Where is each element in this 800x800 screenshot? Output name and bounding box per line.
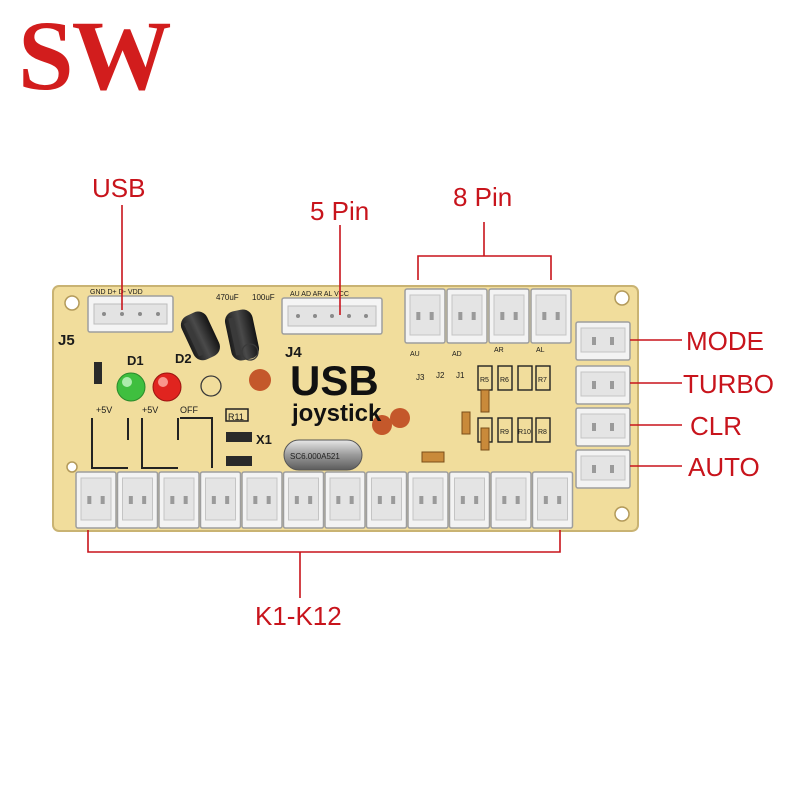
eight-pin-connectors: [404, 288, 572, 344]
k-connector: [365, 471, 408, 529]
k-connector: [448, 471, 491, 529]
callout-lines: [87, 205, 682, 598]
side-connector: [575, 407, 631, 447]
diode: [94, 362, 102, 384]
resistor-array: [477, 365, 551, 443]
label-r8: R8: [538, 429, 547, 436]
label-j5-pins: GND D+ D- VDD: [90, 289, 143, 296]
label-r11: R11: [228, 412, 244, 422]
k-connector: [241, 471, 283, 529]
label-al: AL: [536, 347, 545, 354]
label-5v-a: +5V: [96, 405, 112, 415]
board-title-sub: joystick: [292, 400, 382, 427]
k-connector: [199, 471, 242, 529]
label-r9: R9: [500, 429, 509, 436]
callout-8-pin: 8 Pin: [453, 182, 513, 212]
led-d2: [152, 372, 182, 402]
k-connector: [324, 471, 366, 529]
k-connector: [490, 471, 532, 529]
callout-turbo: TURBO: [683, 369, 774, 399]
label-crystal: SC6.000A521: [290, 452, 340, 461]
label-cap2: 100uF: [252, 293, 275, 302]
k-connector: [75, 471, 117, 529]
k-connector: [158, 471, 200, 529]
callout-clr: CLR: [690, 411, 743, 441]
right-connectors: [575, 321, 631, 489]
label-cap1: 470uF: [216, 293, 239, 302]
eight-pin-connector: [530, 288, 572, 344]
ceramic-capacitors: [249, 369, 410, 435]
label-ar: AR: [494, 347, 504, 354]
label-r10: R10: [518, 429, 531, 436]
label-ad: AD: [452, 351, 462, 358]
label-r5: R5: [480, 377, 489, 384]
usb-header-j5: [87, 295, 174, 333]
k-connector: [407, 471, 449, 529]
label-5v-b: +5V: [142, 405, 158, 415]
label-off: OFF: [180, 405, 198, 415]
mounting-holes: [64, 290, 630, 522]
callout-usb: USB: [92, 173, 146, 203]
small-resistors: [461, 389, 490, 451]
side-connector: [575, 321, 631, 361]
label-x1: X1: [256, 432, 272, 447]
side-connector: [575, 365, 631, 405]
resistors: [225, 408, 445, 466]
callout-auto: AUTO: [688, 452, 760, 482]
board-title-main: USB: [290, 357, 379, 404]
label-j4-pins: AU AD AR AL VCC: [290, 291, 349, 298]
k-connector: [282, 471, 325, 529]
k-connector: [531, 471, 574, 529]
crystal-x1: [283, 439, 363, 471]
label-r6: R6: [500, 377, 509, 384]
side-connector: [575, 449, 631, 489]
label-j5: J5: [58, 332, 75, 349]
label-r7: R7: [538, 377, 547, 384]
led-d1: [116, 372, 146, 402]
label-d2: D2: [175, 351, 192, 366]
label-d1: D1: [127, 353, 144, 368]
label-j4: J4: [285, 344, 302, 361]
footprints: [200, 343, 259, 397]
electrolytic-capacitors: [180, 309, 260, 361]
label-j1: J1: [456, 371, 465, 380]
label-j3: J3: [416, 373, 425, 382]
switch-footprints: [91, 417, 213, 469]
brand-logo: SW: [18, 0, 172, 111]
callout-5-pin: 5 Pin: [310, 196, 370, 226]
eight-pin-connector: [446, 288, 488, 344]
silkscreen-labels: J5 J4 D1 D2 X1 R11 +5V +5V OFF GND D+ D-…: [58, 289, 547, 461]
k-connector: [116, 471, 159, 529]
label-au: AU: [410, 351, 420, 358]
eight-pin-connector: [404, 288, 446, 344]
label-j2: J2: [436, 371, 445, 380]
callout-mode: MODE: [686, 326, 764, 356]
eight-pin-connector: [488, 288, 530, 344]
five-pin-header-j4: [281, 297, 383, 335]
callout-k1-k12: K1-K12: [255, 601, 342, 631]
k-connectors: [75, 471, 574, 529]
